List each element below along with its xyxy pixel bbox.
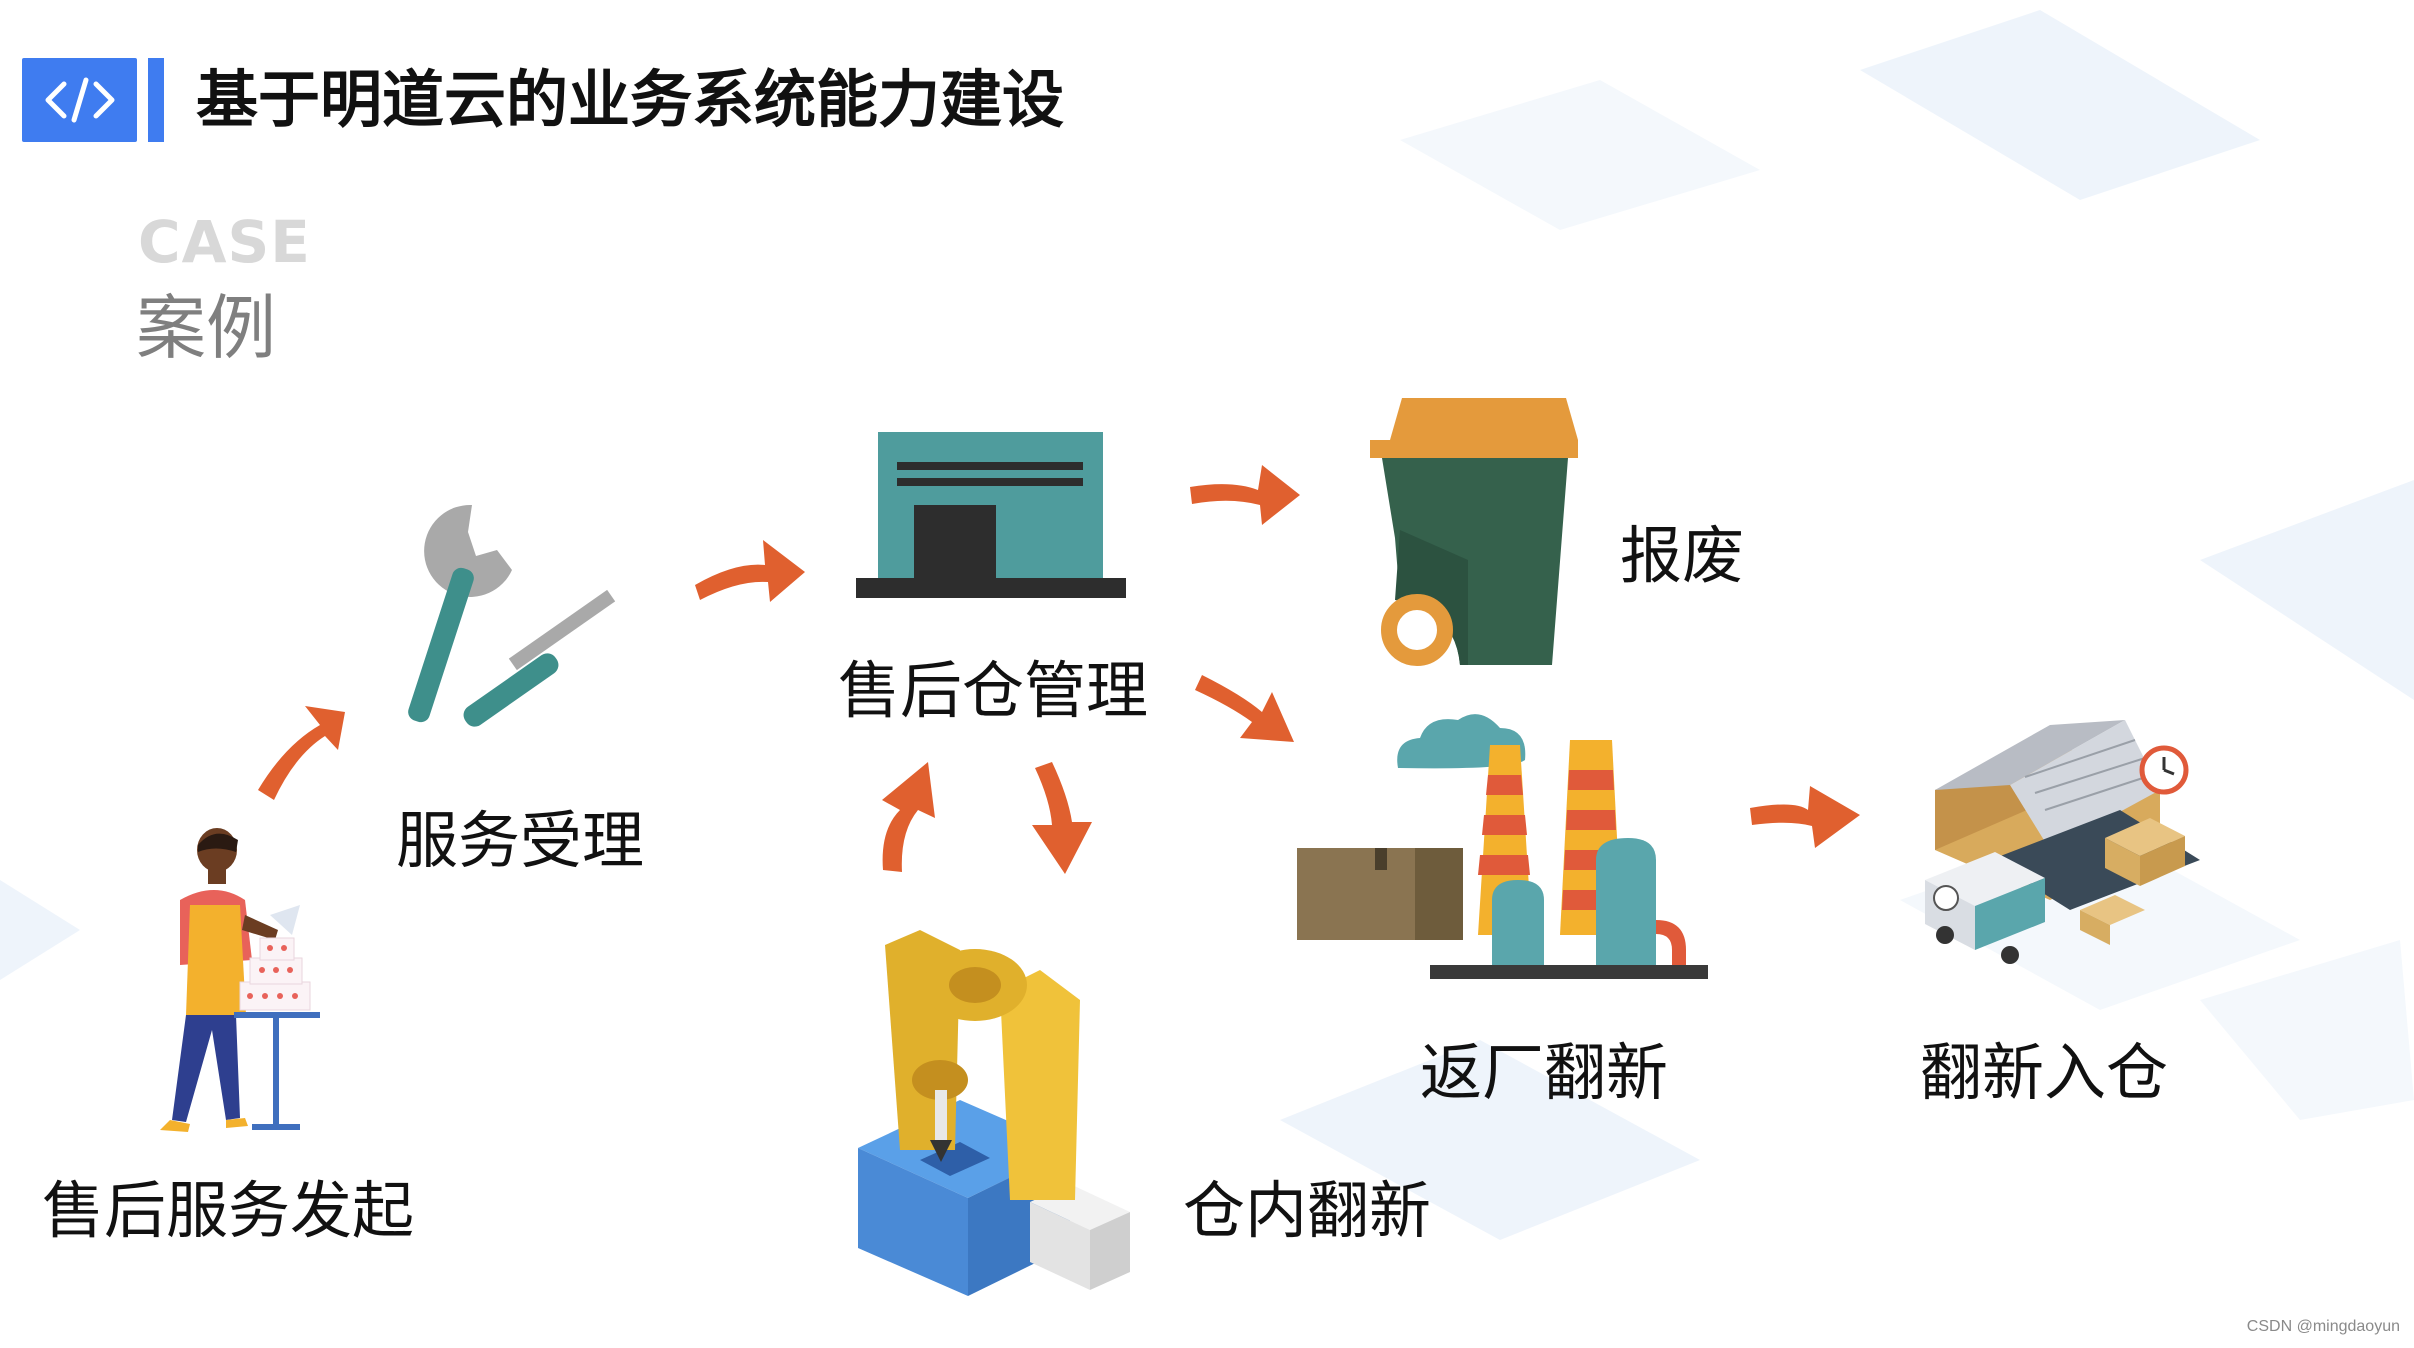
label-factory: 返厂翻新 (1420, 1036, 1669, 1109)
case-label-en: CASE (138, 208, 311, 276)
arrow-start-to-accept (258, 706, 345, 800)
label-start: 售后服务发起 (42, 1174, 415, 1247)
arrow-inplace-to-warehouse (882, 762, 935, 872)
tools-illustration (408, 504, 616, 727)
logistics-illustration (1925, 720, 2200, 964)
arrow-warehouse-to-scrap (1190, 465, 1300, 525)
page-title: 基于明道云的业务系统能力建设 (196, 63, 1065, 136)
label-inbound: 翻新入仓 (1920, 1036, 2169, 1109)
service-person-illustration (160, 828, 320, 1132)
flow-arrows (258, 465, 1860, 874)
arrow-accept-to-warehouse (695, 540, 805, 602)
header-accent-bar (148, 58, 164, 142)
label-warehouse: 售后仓管理 (838, 654, 1149, 727)
label-inplace: 仓内翻新 (1183, 1174, 1432, 1247)
robot-arm-illustration (858, 930, 1130, 1296)
label-scrap: 报废 (1620, 519, 1745, 592)
header-badge (22, 58, 137, 142)
watermark: CSDN @mingdaoyun (2246, 1318, 2400, 1335)
arrow-factory-to-inbound (1750, 786, 1860, 848)
case-label-zh: 案例 (136, 287, 276, 369)
warehouse-illustration (856, 432, 1126, 598)
trash-bin-illustration (1370, 398, 1578, 666)
code-icon (45, 77, 115, 123)
factory-illustration (1297, 714, 1708, 979)
label-accept: 服务受理 (396, 804, 645, 877)
arrow-warehouse-to-inplace (1032, 762, 1092, 874)
arrow-warehouse-to-factory (1195, 675, 1294, 742)
